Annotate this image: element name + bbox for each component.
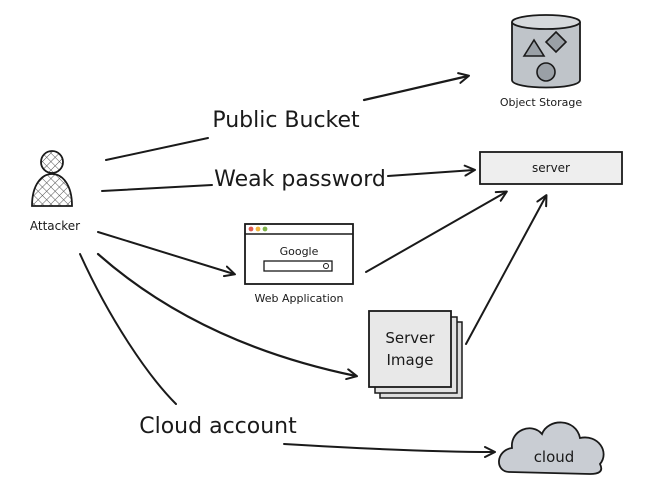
server-box bbox=[479, 151, 623, 185]
server-image-card-front bbox=[368, 310, 452, 388]
object-storage-node[interactable]: Object Storage bbox=[500, 14, 583, 109]
search-icon bbox=[323, 263, 329, 269]
edge-attacker-to-server-image bbox=[96, 252, 358, 381]
object-storage-label: Object Storage bbox=[500, 96, 583, 109]
web-application-label: Web Application bbox=[255, 292, 344, 305]
edge-public-bucket-segment-1 bbox=[105, 137, 209, 161]
server-label: server bbox=[532, 161, 570, 175]
storage-triangle-icon bbox=[522, 38, 546, 57]
browser-close-dot-icon bbox=[248, 226, 254, 232]
server-image-label-line2: Image bbox=[387, 351, 434, 369]
attacker-head-icon bbox=[40, 150, 64, 174]
server-image-label-line1: Server bbox=[385, 329, 435, 347]
server-image-node[interactable]: Server Image bbox=[368, 310, 463, 399]
cloud-label: cloud bbox=[534, 448, 575, 466]
attacker-node[interactable]: Attacker bbox=[30, 150, 80, 233]
browser-search-box[interactable] bbox=[263, 260, 333, 272]
cloud-icon bbox=[498, 421, 605, 475]
attacker-label: Attacker bbox=[30, 219, 80, 233]
edge-web-application-to-server bbox=[365, 190, 508, 273]
edge-server-image-to-server bbox=[465, 194, 548, 345]
server-node[interactable]: server bbox=[479, 151, 623, 185]
edge-cloud-account-segment-2 bbox=[283, 443, 496, 458]
edge-attacker-to-web-application bbox=[97, 231, 236, 278]
attacker-body-icon bbox=[31, 173, 73, 207]
cloud-node[interactable]: cloud bbox=[498, 421, 605, 475]
browser-minimize-dot-icon bbox=[255, 226, 261, 232]
edge-public-bucket-label: Public Bucket bbox=[212, 108, 360, 133]
browser-maximize-dot-icon bbox=[262, 226, 268, 232]
edge-public-bucket-segment-2 bbox=[362, 72, 470, 102]
storage-diamond-icon bbox=[544, 30, 568, 54]
storage-circle-icon bbox=[536, 62, 556, 82]
edge-cloud-account-segment-1 bbox=[79, 253, 177, 405]
edge-weak-password-segment-2 bbox=[387, 164, 476, 177]
edge-weak-password-segment-1 bbox=[101, 184, 213, 192]
edge-cloud-account-label: Cloud account bbox=[139, 414, 297, 439]
edge-weak-password-label: Weak password bbox=[214, 167, 386, 192]
storage-cylinder-top-icon bbox=[511, 14, 581, 30]
browser-logo: Google bbox=[280, 245, 319, 258]
web-application-node[interactable]: Google Web Application bbox=[244, 223, 354, 305]
